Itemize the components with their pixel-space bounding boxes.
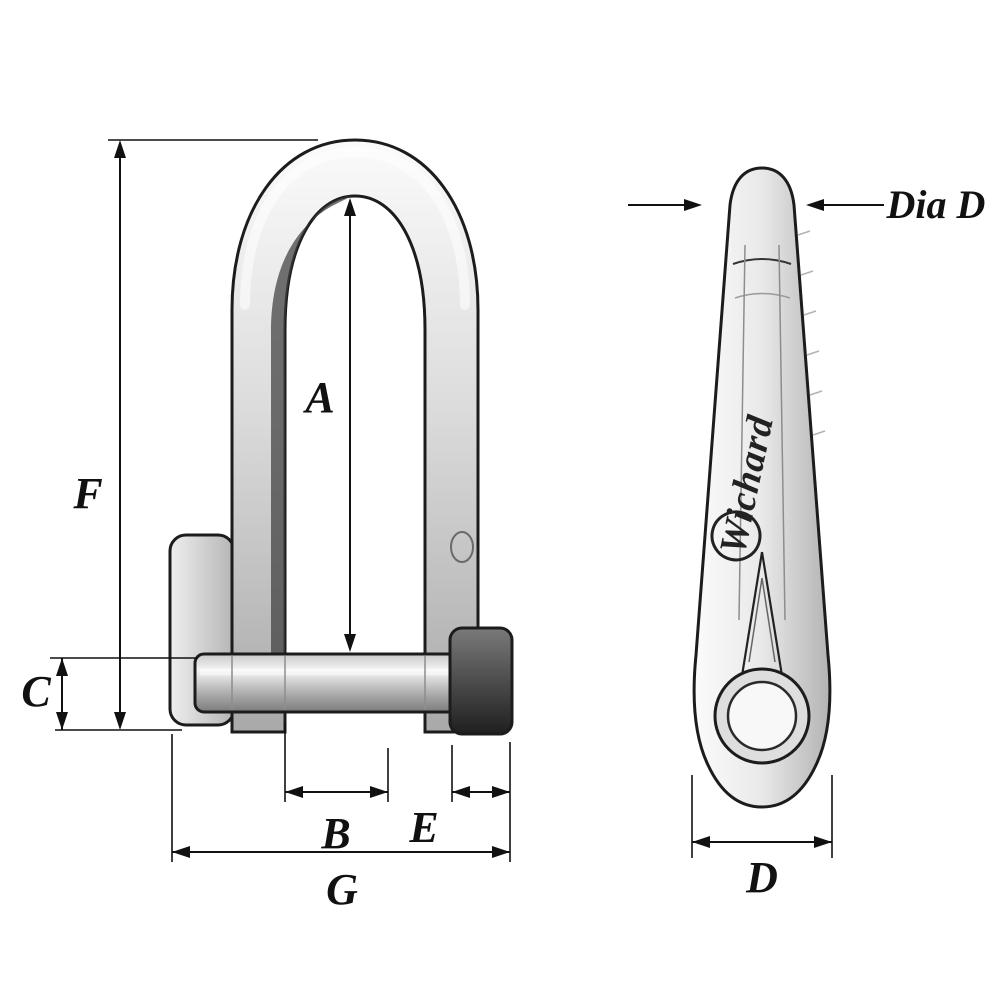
pin-shaft [193,652,487,714]
tip-band-line [732,258,792,265]
taper-edge-right [778,244,786,621]
arrowhead-right [814,836,832,848]
dimensions: F A C B [21,139,985,914]
arrowhead-left [285,786,303,798]
arrowhead-left [692,836,710,848]
dim-label-c: C [21,667,51,716]
inner-shadow [270,196,352,700]
arrowhead-down [344,634,356,652]
shackle-body [230,138,480,734]
dim-label-a: A [302,373,334,422]
dimension-dia-d: Dia D [628,182,985,227]
dimension-b: B [284,722,389,858]
dim-label-g: G [326,865,358,914]
dimension-d: D [691,775,833,902]
arrowhead-up [56,658,68,676]
pin-lug [448,626,514,736]
fork-opening-inner [748,577,776,663]
arrowhead-left [806,199,824,211]
taper-edge-left [738,244,746,621]
brand-logo-circle [710,510,762,562]
dimension-a: A [302,198,356,652]
fork-opening [738,551,786,689]
arrowhead-left [172,846,190,858]
arrowhead-left [452,786,470,798]
arrowhead-up [344,198,356,216]
dim-label-dia-d: Dia D [886,182,986,227]
side-body [692,166,832,809]
arrowhead-down [56,712,68,730]
arrowhead-up [114,140,126,158]
arrowhead-right [684,199,702,211]
dimension-f: F [55,139,318,731]
arrowhead-right [492,846,510,858]
dimension-e: E [408,745,510,852]
edge-hatching [797,230,826,436]
arrowhead-right [370,786,388,798]
dim-label-b: B [320,809,350,858]
dim-label-e: E [408,803,438,852]
arrowhead-right [492,786,510,798]
arch-highlight [240,146,470,310]
pin-hole-inner [726,680,798,752]
dim-label-f: F [72,469,102,518]
arrowhead-down [114,712,126,730]
dim-label-d: D [745,853,778,902]
tip-band-line-2 [734,292,791,299]
dimension-g: G [171,734,511,914]
leg-detail-dot [450,531,474,563]
dimension-c: C [21,657,198,730]
side-view: Wichard [692,166,832,809]
front-view [168,138,514,736]
